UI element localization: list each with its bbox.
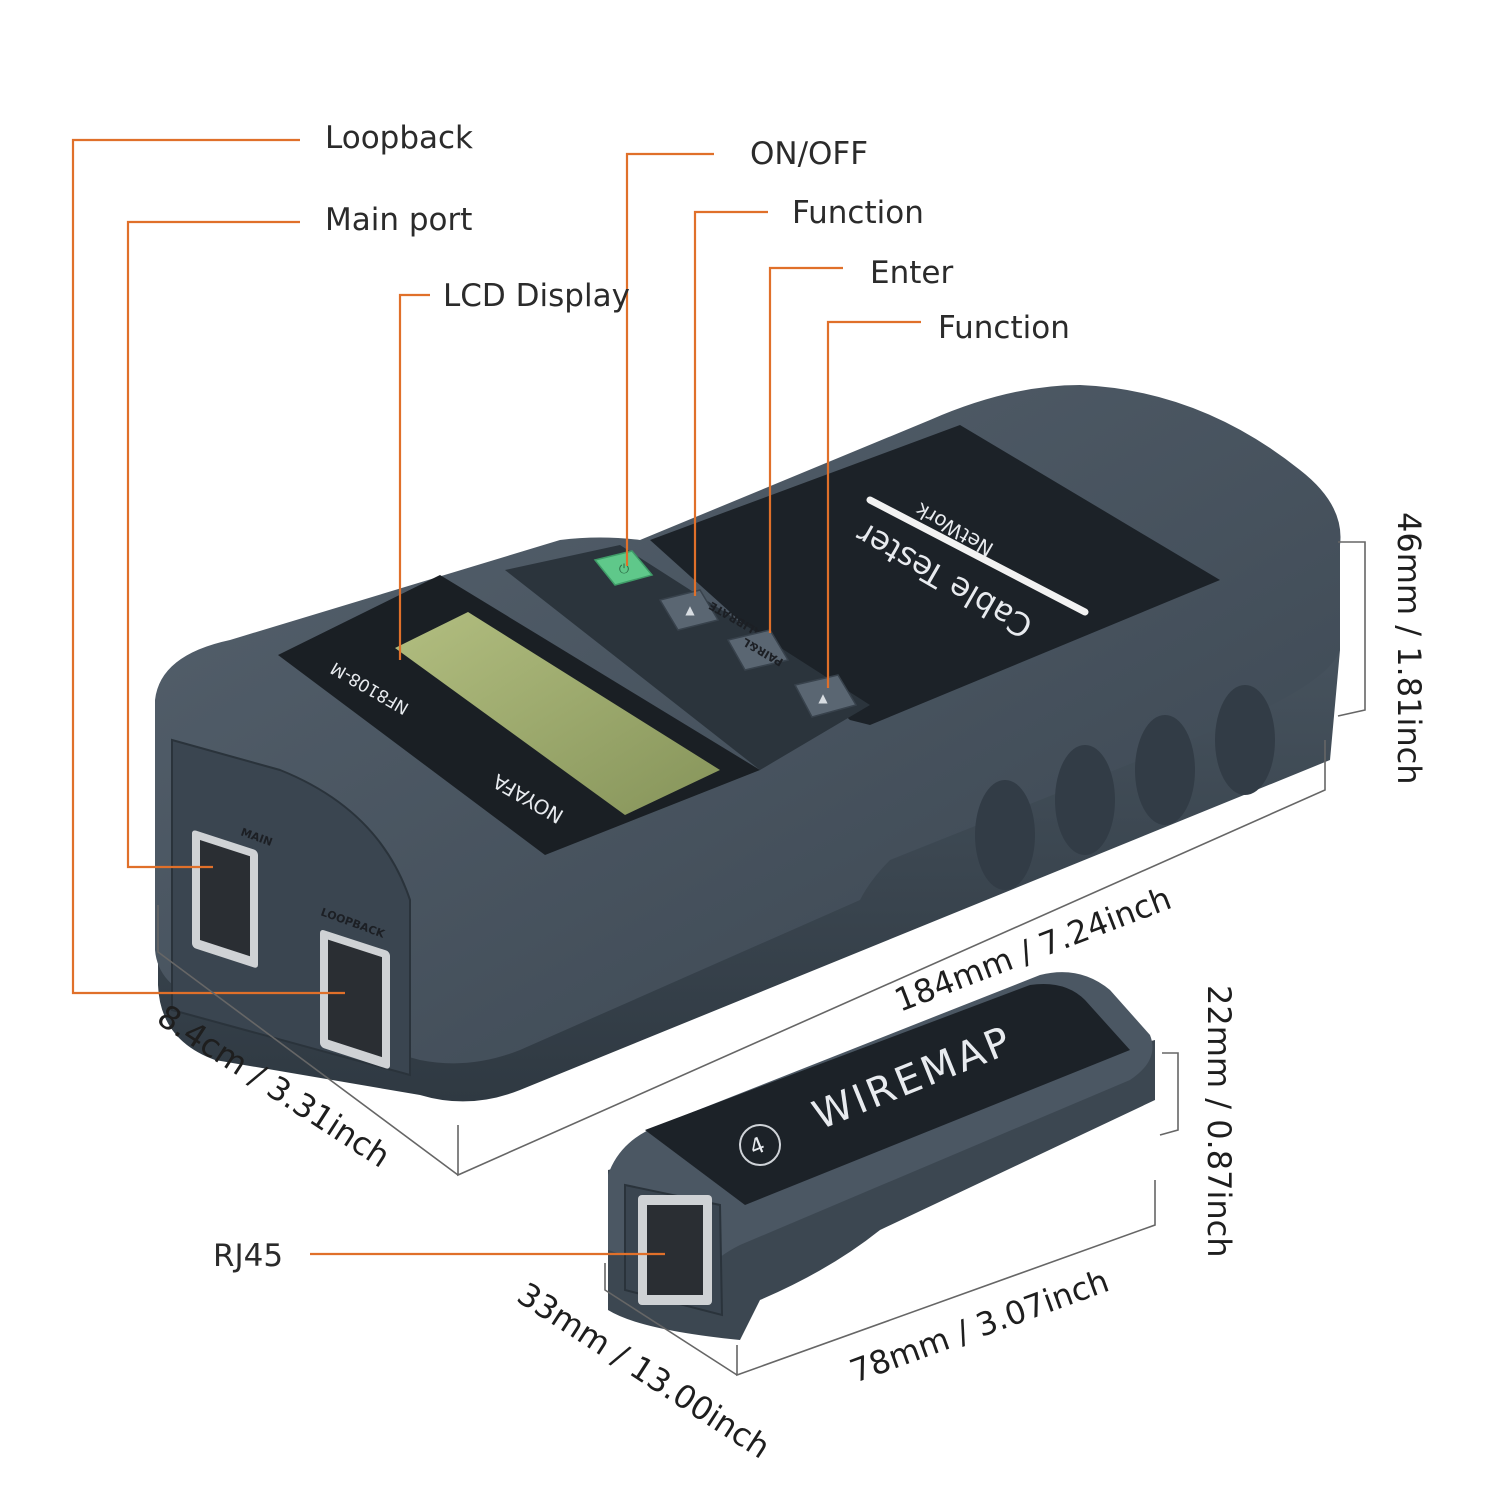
remote-length-dimline bbox=[736, 1180, 1156, 1377]
power-icon: ⏻ bbox=[619, 562, 629, 577]
title-underline bbox=[866, 496, 1089, 616]
main-port[interactable] bbox=[192, 829, 258, 968]
remote-height-dimline bbox=[1159, 1052, 1179, 1136]
grip-ridges bbox=[975, 685, 1275, 890]
callout-leaders bbox=[71, 138, 921, 1256]
dimension-lines bbox=[157, 541, 1366, 1377]
function-2-leader bbox=[826, 320, 921, 688]
remote-unit: 4 WIREMAP bbox=[608, 972, 1155, 1340]
lcd-screen[interactable] bbox=[395, 612, 720, 815]
loopback-port[interactable] bbox=[320, 929, 390, 1070]
function-1-leader bbox=[693, 210, 768, 596]
callout-lcd-display: LCD Display bbox=[443, 278, 630, 314]
triangle-up-icon: ▲ bbox=[685, 603, 695, 617]
loopback-leader bbox=[71, 138, 345, 995]
function-button-down[interactable] bbox=[793, 674, 858, 718]
main-width-dimline bbox=[157, 905, 459, 1176]
remote-number-circle bbox=[739, 1124, 781, 1166]
main-length-dimline bbox=[457, 740, 1326, 1177]
callout-function-1: Function bbox=[792, 195, 924, 231]
callout-labels: Loopback Main port LCD Display ON/OFF Fu… bbox=[213, 120, 1070, 1274]
label-panel bbox=[650, 425, 1220, 725]
power-button[interactable] bbox=[593, 550, 654, 586]
on-off-leader bbox=[625, 152, 714, 566]
callout-main-port: Main port bbox=[325, 202, 472, 238]
remote-width-dimline bbox=[604, 1263, 738, 1376]
remote-length-label: 78mm / 3.07inch bbox=[845, 1262, 1114, 1391]
enter-button[interactable] bbox=[726, 629, 790, 671]
enter-leader bbox=[768, 266, 843, 633]
callout-function-2: Function bbox=[938, 310, 1070, 346]
remote-rj45-port[interactable] bbox=[638, 1195, 712, 1305]
function-button-up[interactable] bbox=[658, 589, 720, 631]
callout-loopback: Loopback bbox=[325, 120, 473, 156]
button-panel bbox=[505, 545, 870, 770]
callout-enter: Enter bbox=[870, 255, 953, 291]
main-height-dimline bbox=[1337, 541, 1366, 717]
callout-on-off: ON/OFF bbox=[750, 136, 868, 172]
callout-rj45: RJ45 bbox=[213, 1238, 283, 1274]
main-height-label: 46mm / 1.81inch bbox=[1390, 512, 1428, 784]
remote-label-panel bbox=[645, 984, 1130, 1205]
main-tester-device: Cable Tester NetWork NF8108-M NOYAFA ⏻ ▲… bbox=[155, 385, 1341, 1102]
remote-height-label: 22mm / 0.87inch bbox=[1200, 985, 1238, 1257]
main-port-leader bbox=[126, 220, 300, 869]
triangle-down-icon: ▲ bbox=[818, 691, 828, 705]
lcd-display-leader bbox=[398, 293, 430, 660]
